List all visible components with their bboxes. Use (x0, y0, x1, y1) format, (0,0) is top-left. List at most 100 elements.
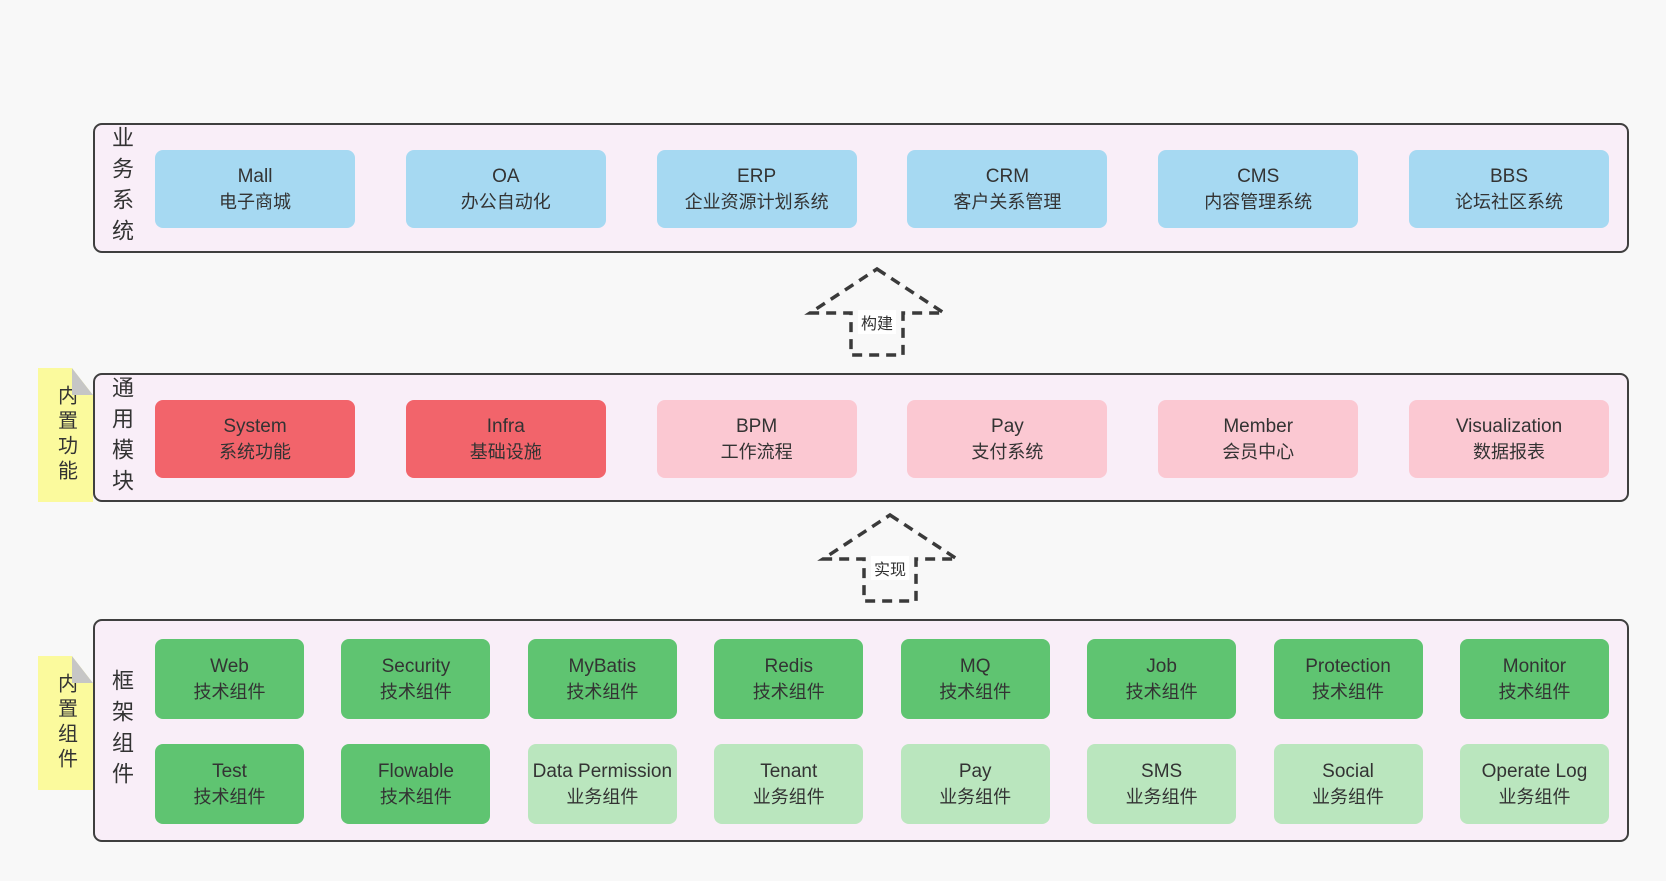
box-subtitle: 技术组件 (1125, 681, 1198, 702)
box-title: Monitor (1502, 655, 1567, 677)
box-title: Pay (991, 415, 1024, 437)
panel-common-modules: 通用模块 System 系统功能 Infra 基础设施 BPM 工作流程 Pay 支付系统 Me… (93, 373, 1629, 502)
box-title: Flowable (377, 760, 454, 782)
box-title: BPM (736, 415, 778, 437)
note-fold-corner-icon (72, 368, 93, 395)
business-systems-row: Mall 电子商城 OA 办公自动化 ERP 企业资源计划系统 CRM 客户关系管理 CMS 内容… (155, 150, 1609, 228)
layer-label-framework-components: 框架组件 (109, 668, 134, 793)
up-arrow-icon (817, 512, 963, 603)
box-subtitle: 技术组件 (1498, 681, 1571, 702)
box-title: Protection (1305, 655, 1391, 677)
box-title: Test (212, 760, 247, 782)
box-subtitle: 技术组件 (1312, 681, 1385, 702)
note-text: 内置功能 (54, 385, 77, 485)
box-data-permission: Data Permission 业务组件 (527, 744, 677, 824)
box-title: Pay (958, 760, 992, 782)
panel-business-systems: 业务系统 Mall 电子商城 OA 办公自动化 ERP 企业资源计划系统 CRM 客户关系管理… (93, 123, 1629, 253)
box-title: CMS (1237, 165, 1280, 187)
sticky-note-builtin-features: 内置功能 (38, 368, 93, 502)
build-arrow-label: 构建 (857, 310, 897, 334)
box-title: Member (1223, 415, 1294, 437)
box-subtitle: 业务组件 (1125, 786, 1198, 807)
sticky-note-builtin-components: 内置组件 (38, 656, 93, 790)
box-tenant: Tenant 业务组件 (714, 744, 864, 824)
up-arrow-icon (804, 266, 950, 357)
box-pay: Pay 支付系统 (907, 400, 1108, 478)
box-bpm: BPM 工作流程 (656, 400, 857, 478)
box-protection: Protection 技术组件 (1273, 639, 1423, 719)
layer-label-business-systems: 业务系统 (109, 126, 134, 250)
layer-label-common-modules: 通用模块 (109, 375, 134, 500)
box-title: Job (1146, 655, 1177, 677)
box-security: Security 技术组件 (341, 639, 491, 719)
box-flowable: Flowable 技术组件 (341, 744, 491, 824)
box-subtitle: 支付系统 (971, 441, 1044, 462)
box-title: ERP (737, 165, 777, 187)
box-system: System 系统功能 (155, 400, 355, 478)
box-title: System (223, 415, 287, 437)
box-subtitle: 电子商城 (219, 191, 291, 212)
box-title: Social (1322, 760, 1374, 782)
box-erp: ERP 企业资源计划系统 (656, 150, 857, 228)
box-visualization: Visualization 数据报表 (1408, 400, 1609, 478)
box-subtitle: 企业资源计划系统 (684, 191, 829, 212)
box-oa: OA 办公自动化 (405, 150, 606, 228)
box-subtitle: 系统功能 (219, 441, 291, 462)
box-subtitle: 数据报表 (1472, 441, 1545, 462)
box-subtitle: 业务组件 (752, 786, 825, 807)
box-subtitle: 技术组件 (379, 786, 452, 807)
note-fold-corner-icon (72, 656, 93, 683)
box-title: Security (381, 655, 451, 677)
box-subtitle: 内容管理系统 (1204, 191, 1313, 212)
box-pay: Pay 业务组件 (900, 744, 1050, 824)
box-subtitle: 业务组件 (1312, 786, 1385, 807)
box-title: Data Permission (532, 760, 673, 782)
box-subtitle: 技术组件 (566, 681, 639, 702)
box-infra: Infra 基础设施 (405, 400, 606, 478)
box-subtitle: 工作流程 (720, 441, 793, 462)
implement-arrow: 实现 (815, 512, 965, 604)
box-cms: CMS 内容管理系统 (1158, 150, 1359, 228)
box-mybatis: MyBatis 技术组件 (527, 639, 677, 719)
box-mall: Mall 电子商城 (155, 150, 355, 228)
box-crm: CRM 客户关系管理 (907, 150, 1108, 228)
box-job: Job 技术组件 (1087, 639, 1237, 719)
box-subtitle: 客户关系管理 (953, 191, 1062, 212)
box-operate-log: Operate Log 业务组件 (1459, 744, 1609, 824)
box-title: Web (210, 655, 249, 677)
box-member: Member 会员中心 (1158, 400, 1359, 478)
box-subtitle: 基础设施 (469, 441, 542, 462)
box-subtitle: 业务组件 (566, 786, 639, 807)
box-title: MyBatis (568, 655, 637, 677)
box-title: OA (492, 165, 520, 187)
note-text: 内置组件 (54, 673, 77, 773)
box-title: CRM (985, 165, 1030, 187)
box-bbs: BBS 论坛社区系统 (1408, 150, 1609, 228)
box-title: Visualization (1455, 415, 1563, 437)
box-title: BBS (1489, 165, 1528, 187)
implement-arrow-label: 实现 (870, 556, 910, 580)
box-monitor: Monitor 技术组件 (1459, 639, 1609, 719)
box-title: Mall (237, 165, 273, 187)
box-subtitle: 业务组件 (1498, 786, 1571, 807)
box-sms: SMS 业务组件 (1087, 744, 1237, 824)
box-subtitle: 技术组件 (379, 681, 452, 702)
build-arrow: 构建 (802, 266, 952, 358)
box-social: Social 业务组件 (1273, 744, 1423, 824)
box-subtitle: 办公自动化 (460, 191, 551, 212)
box-subtitle: 技术组件 (193, 681, 266, 702)
box-title: MQ (959, 655, 991, 677)
box-title: Operate Log (1481, 760, 1588, 782)
box-title: Infra (486, 415, 525, 437)
box-title: SMS (1141, 760, 1183, 782)
box-subtitle: 会员中心 (1222, 441, 1295, 462)
box-title: Tenant (760, 760, 818, 782)
box-subtitle: 技术组件 (752, 681, 825, 702)
box-subtitle: 论坛社区系统 (1454, 191, 1563, 212)
box-subtitle: 业务组件 (939, 786, 1012, 807)
